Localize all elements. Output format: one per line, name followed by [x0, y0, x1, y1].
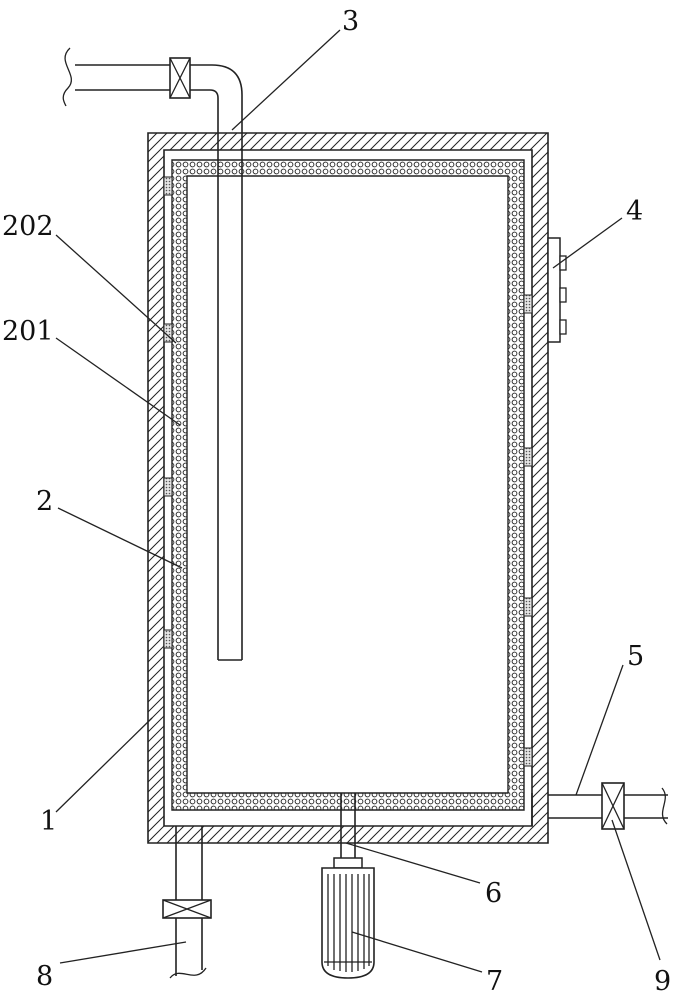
label-201: 201 — [2, 316, 54, 347]
drain-pipe — [162, 826, 212, 979]
label-2: 2 — [36, 486, 53, 517]
label-7: 7 — [486, 966, 503, 997]
label-4: 4 — [626, 196, 643, 227]
label-8: 8 — [36, 961, 53, 992]
inner-liner — [171, 159, 525, 811]
motor-icon — [321, 867, 375, 979]
label-1: 1 — [40, 806, 57, 837]
inlet-pipe — [62, 47, 243, 661]
outlet-pipe — [531, 782, 668, 830]
part-labels: 3 202 201 2 1 4 5 6 7 8 9 — [2, 6, 671, 997]
label-6: 6 — [485, 878, 502, 909]
spacer-blocks — [163, 176, 533, 767]
label-5: 5 — [627, 641, 644, 672]
label-9: 9 — [654, 966, 671, 997]
motor-assembly — [321, 793, 375, 979]
break-line-icon — [169, 967, 207, 979]
outer-housing — [147, 132, 549, 844]
leader-lines — [55, 29, 661, 973]
break-line-icon — [62, 47, 73, 107]
break-line-icon — [661, 787, 668, 825]
control-box — [547, 237, 567, 343]
label-3: 3 — [342, 6, 359, 37]
label-202: 202 — [2, 211, 54, 242]
